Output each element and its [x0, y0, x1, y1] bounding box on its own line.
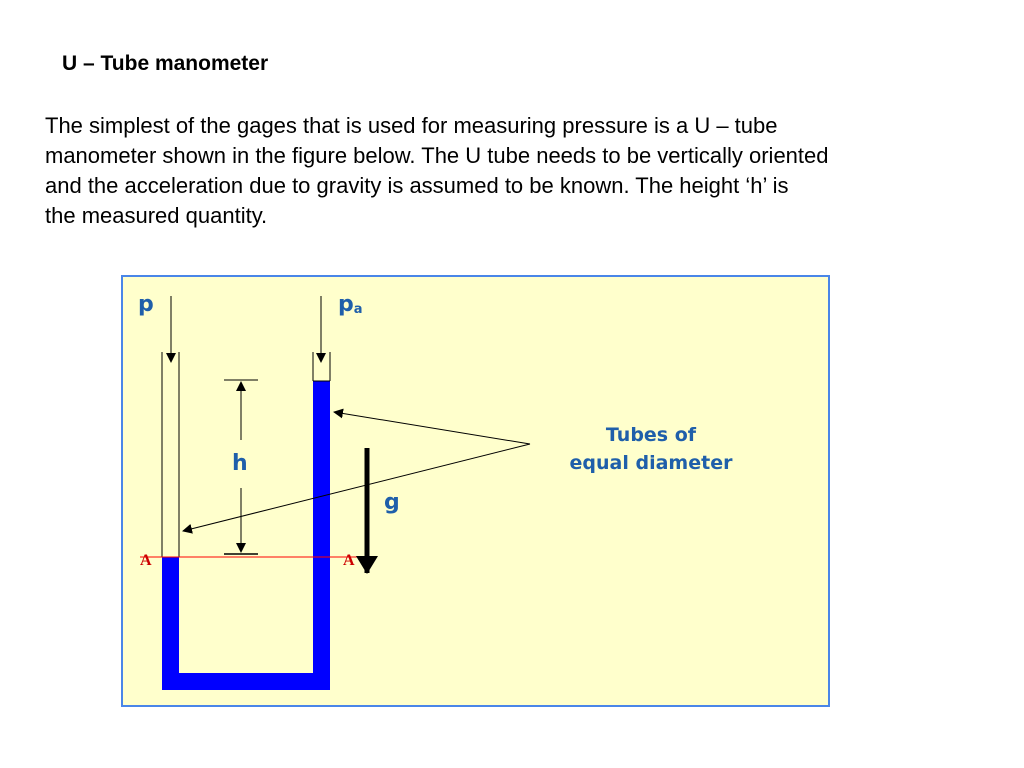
pressure-label-right-subscript: a — [354, 302, 363, 317]
paragraph-line: manometer shown in the figure below. The… — [45, 143, 829, 168]
body-paragraph: The simplest of the gages that is used f… — [45, 111, 995, 231]
pointer-arrow-right-tube — [333, 408, 531, 445]
note-label-line1: Tubes of — [606, 424, 697, 446]
note-label-line2: equal diameter — [570, 452, 734, 474]
right-fluid-column — [313, 381, 330, 690]
figure-panel — [121, 275, 830, 707]
pointer-arrow-left-tube — [182, 443, 531, 534]
height-label: h — [232, 451, 248, 476]
reference-label-left: A — [140, 552, 152, 569]
slide-title: U – Tube manometer — [62, 52, 269, 75]
paragraph-line: The simplest of the gages that is used f… — [45, 113, 778, 138]
bottom-fluid-bend — [162, 673, 330, 690]
paragraph-line: the measured quantity. — [45, 203, 268, 228]
pressure-label-left: p — [138, 292, 154, 317]
pressure-label-right: pa — [338, 292, 363, 317]
gravity-label: g — [384, 490, 400, 515]
left-fluid-column — [162, 557, 179, 690]
reference-label-right: A — [343, 552, 355, 569]
paragraph-line: and the acceleration due to gravity is a… — [45, 173, 789, 198]
pressure-label-right-base: p — [338, 292, 354, 317]
